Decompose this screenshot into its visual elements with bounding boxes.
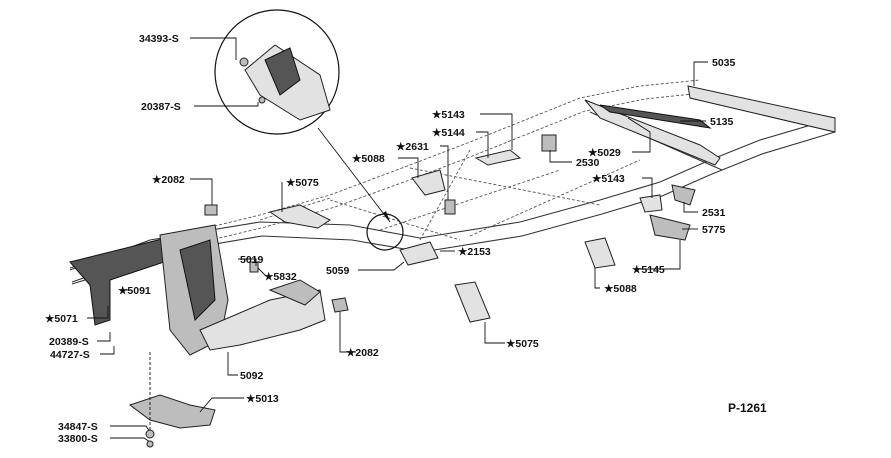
front-crossmember-lower	[199, 289, 326, 351]
callout-5091: ★5091	[118, 285, 151, 297]
nut-33800	[146, 440, 154, 448]
bracket-5143-rear	[639, 194, 663, 213]
bracket-5075-rear	[454, 281, 491, 323]
leader-lines	[87, 37, 708, 448]
inset-bolt	[239, 57, 249, 67]
inset-washer	[258, 96, 266, 104]
callout-2082-front: ★2082	[152, 174, 185, 186]
bolt-34847	[145, 429, 155, 439]
callout-5775: 5775	[702, 224, 726, 236]
callout-5832: ★5832	[264, 271, 297, 283]
callout-5092: 5092	[240, 370, 264, 382]
callout-5088-rear: ★5088	[604, 283, 637, 295]
callout-labels: 34393-S 20387-S ★2082 ★5075 ★5088 ★2631 …	[45, 33, 767, 445]
skid-plate	[128, 394, 216, 429]
front-spring-pocket	[268, 279, 321, 306]
callout-5059: 5059	[326, 265, 350, 277]
callout-44727-s: 44727-S	[50, 349, 90, 361]
callout-33800-s: 33800-S	[58, 433, 98, 445]
callout-34393-s: 34393-S	[139, 33, 179, 45]
callout-5144: ★5144	[432, 127, 465, 139]
x-member	[329, 159, 641, 241]
callout-5071: ★5071	[45, 313, 78, 325]
bracket-5775	[649, 214, 691, 241]
callout-5029: ★5029	[588, 147, 621, 159]
inset-pointer-line	[317, 127, 391, 223]
rear-crossmember-5135	[599, 104, 712, 129]
callout-20389-s: 20389-S	[49, 336, 89, 348]
callout-5019: 5019	[240, 254, 264, 266]
callout-2082-rear: ★2082	[346, 347, 379, 359]
callout-5135: 5135	[710, 116, 734, 128]
callout-5145: ★5145	[632, 264, 665, 276]
rear-end-5035	[687, 85, 836, 133]
bracket-5143-front	[474, 149, 522, 166]
callout-34847-s: 34847-S	[58, 421, 98, 433]
bracket-2530	[541, 134, 557, 152]
callout-5075-rear: ★5075	[506, 338, 539, 350]
callout-20387-s: 20387-S	[141, 101, 181, 113]
callout-5075-front: ★5075	[286, 177, 319, 189]
callout-2530: 2530	[576, 157, 600, 169]
callout-2153: ★2153	[458, 246, 491, 258]
bracket-2082-rear	[331, 297, 349, 313]
inset-bracket-shadow	[264, 47, 301, 96]
inset-target-circle	[366, 213, 404, 251]
bracket-5075-front	[268, 204, 331, 229]
callout-5143-front: ★5143	[432, 109, 465, 121]
left-side-rail-lower	[71, 131, 836, 283]
bracket-2082-front	[204, 204, 218, 216]
callout-5013: ★5013	[246, 393, 279, 405]
bracket-2631	[444, 199, 456, 215]
callout-5035: 5035	[712, 57, 736, 69]
bracket-5145	[584, 237, 616, 269]
rear-crossmember-5029	[584, 99, 721, 166]
callout-5088-front: ★5088	[352, 153, 385, 165]
left-side-rail	[69, 117, 836, 271]
bracket-2531	[671, 184, 696, 206]
frame-parts	[69, 85, 836, 429]
figure-id: P-1261	[728, 401, 767, 415]
right-side-rail	[189, 79, 701, 233]
bracket-5832	[249, 261, 259, 273]
front-suspension-box-shadow	[179, 239, 216, 322]
bracket-5059	[399, 241, 439, 266]
bracket-5088-front	[411, 169, 446, 196]
callout-2531: 2531	[702, 207, 726, 219]
detail-inset	[214, 9, 404, 251]
callout-2631: ★2631	[396, 141, 429, 153]
callout-5143-rear: ★5143	[592, 173, 625, 185]
